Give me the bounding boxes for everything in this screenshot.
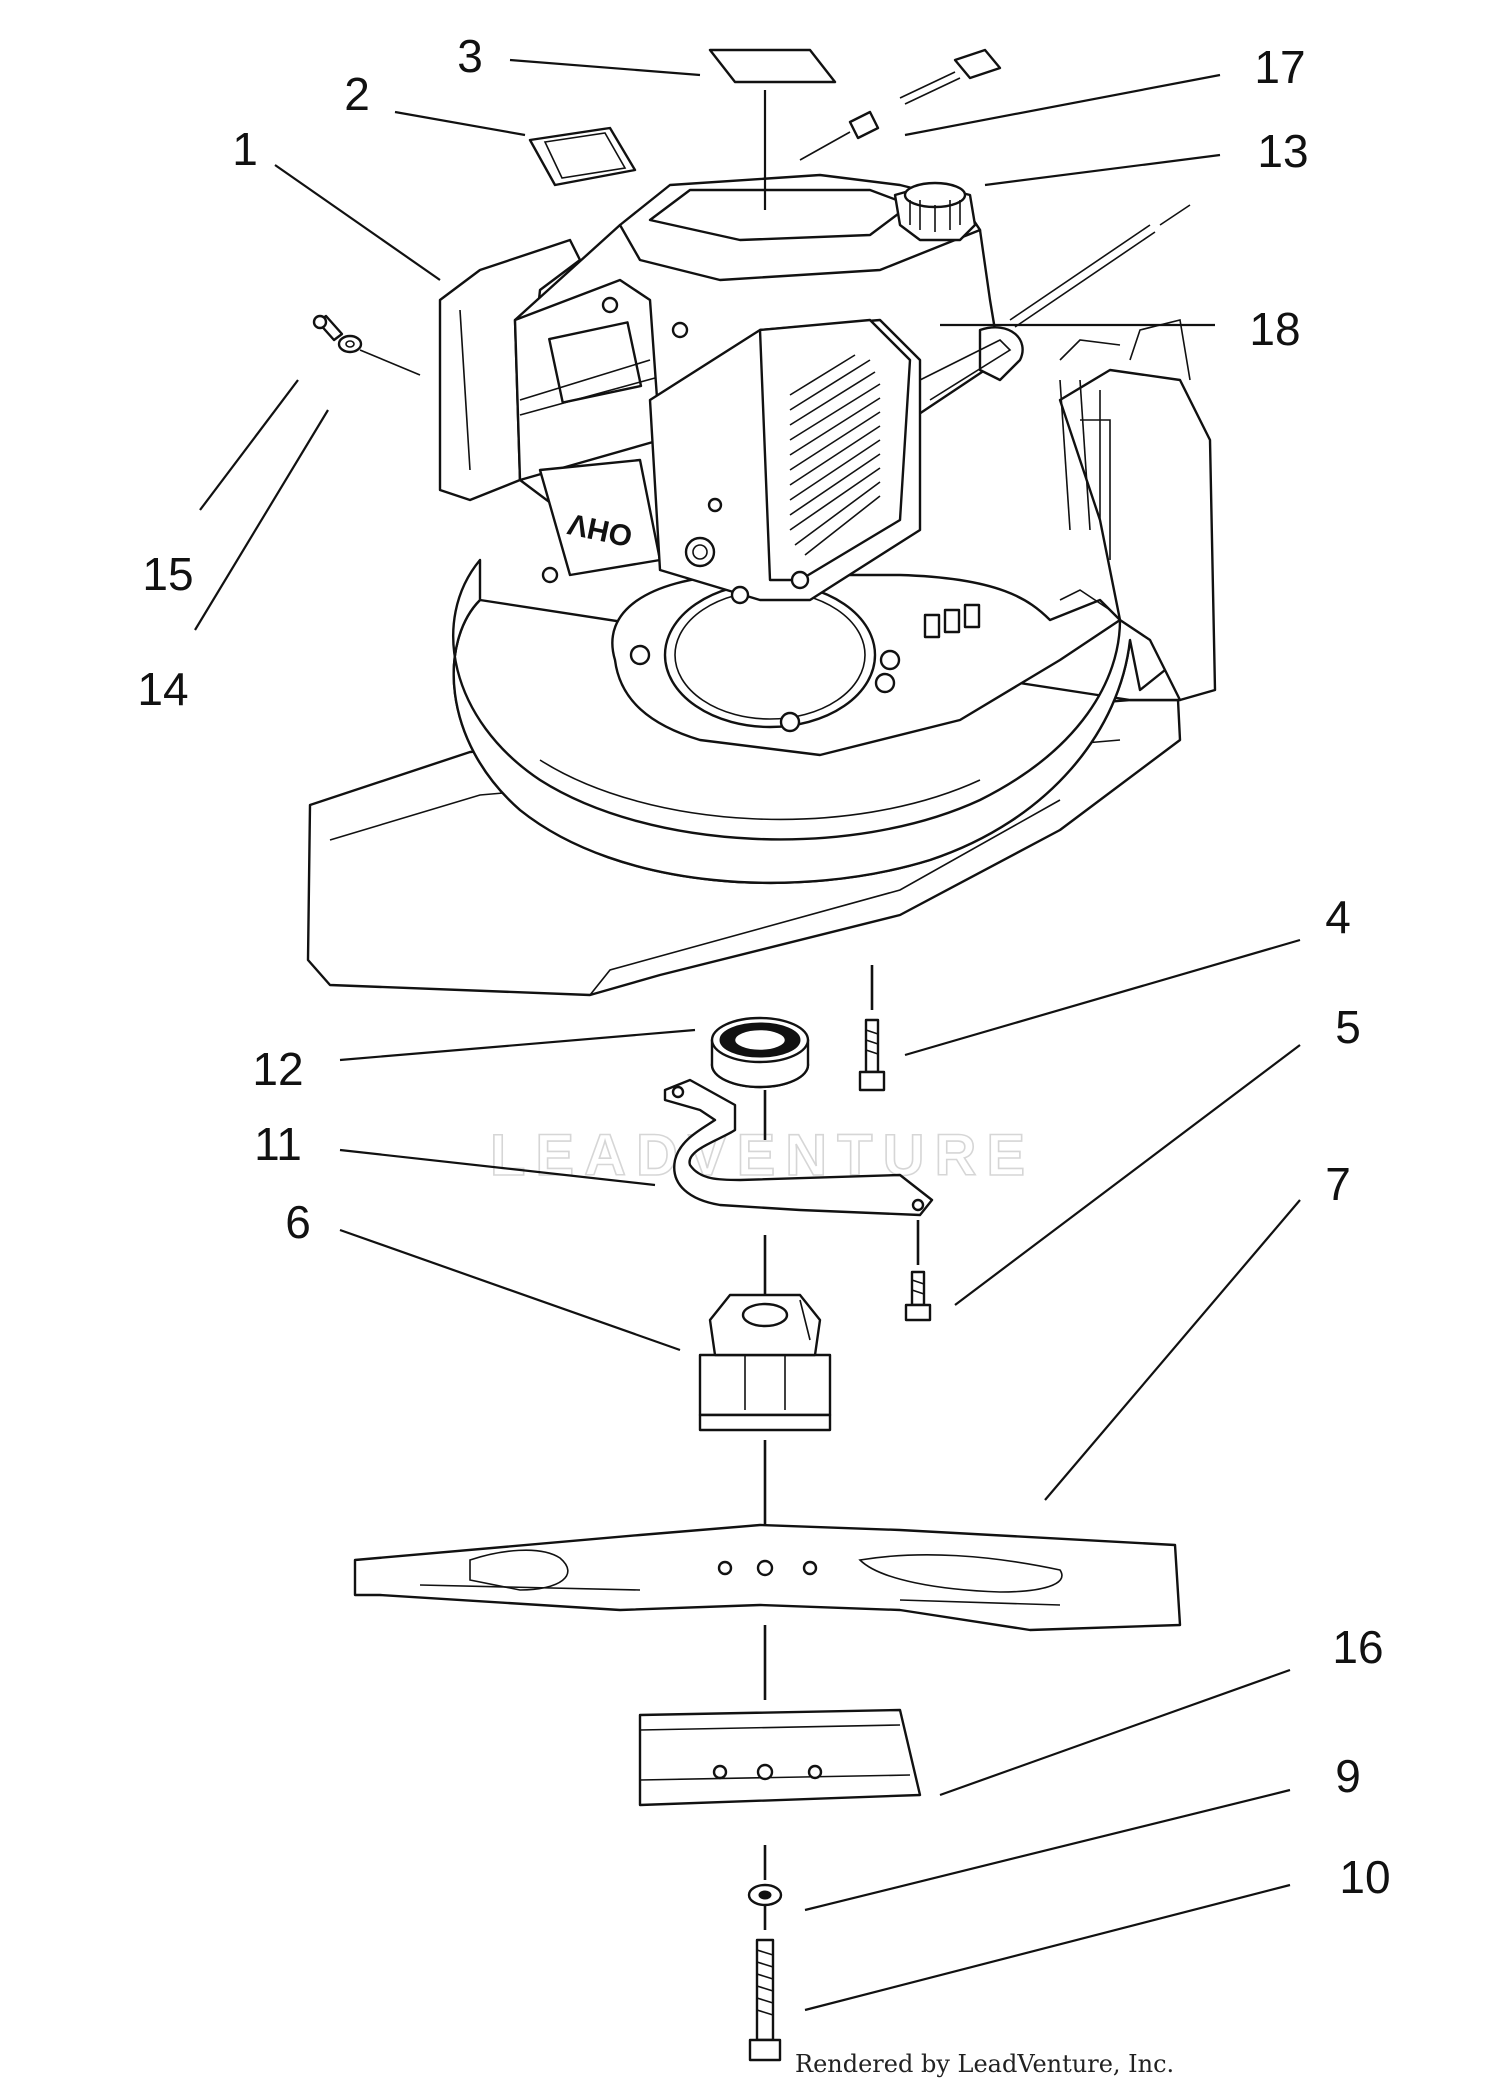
part-3-decal: [708, 48, 837, 84]
part-7-blade: [353, 1523, 1182, 1632]
callout-9: 9: [1335, 1750, 1361, 1802]
part-11-bracket: [663, 1078, 934, 1217]
part-10-blade-bolt: [748, 1938, 782, 2062]
engine: OHV: [438, 173, 1024, 605]
part-9-washer: [747, 1883, 783, 1907]
part-6-blade-adapter: [698, 1293, 832, 1432]
callout-5: 5: [1335, 1001, 1361, 1053]
callout-4: 4: [1325, 891, 1351, 943]
callout-17: 17: [1254, 41, 1305, 93]
part-12-bearing: [710, 1016, 810, 1089]
callout-16: 16: [1332, 1621, 1383, 1673]
callout-1: 1: [232, 123, 258, 175]
callout-6: 6: [285, 1196, 311, 1248]
callout-7: 7: [1325, 1158, 1351, 1210]
leader-lines: [194, 58, 1301, 2012]
callout-14: 14: [137, 663, 188, 715]
callout-3: 3: [457, 30, 483, 82]
callout-15: 15: [142, 548, 193, 600]
callout-10: 10: [1339, 1851, 1390, 1903]
engine-mount-plate: [611, 573, 1122, 757]
part-16-stiffener: [638, 1708, 922, 1807]
part-5-screw: [904, 1220, 932, 1322]
muffler-grille: [789, 354, 881, 556]
part-15-screw: [312, 314, 344, 342]
render-credit: Rendered by LeadVenture, Inc.: [795, 2050, 1174, 2078]
mower-deck: [306, 319, 1217, 997]
part-2-gasket: [528, 126, 637, 187]
callout-12: 12: [252, 1043, 303, 1095]
part-4-bolt: [858, 965, 886, 1092]
callout-13: 13: [1257, 125, 1308, 177]
part-18-dipstick: [1009, 204, 1191, 328]
part-14-washer: [337, 334, 363, 354]
callout-11: 11: [254, 1118, 302, 1170]
watermark-text: LEADVENTURE: [490, 1123, 1035, 1188]
callout-2: 2: [344, 68, 370, 120]
part-17-spark-plug: [799, 48, 1002, 161]
callout-18: 18: [1249, 303, 1300, 355]
